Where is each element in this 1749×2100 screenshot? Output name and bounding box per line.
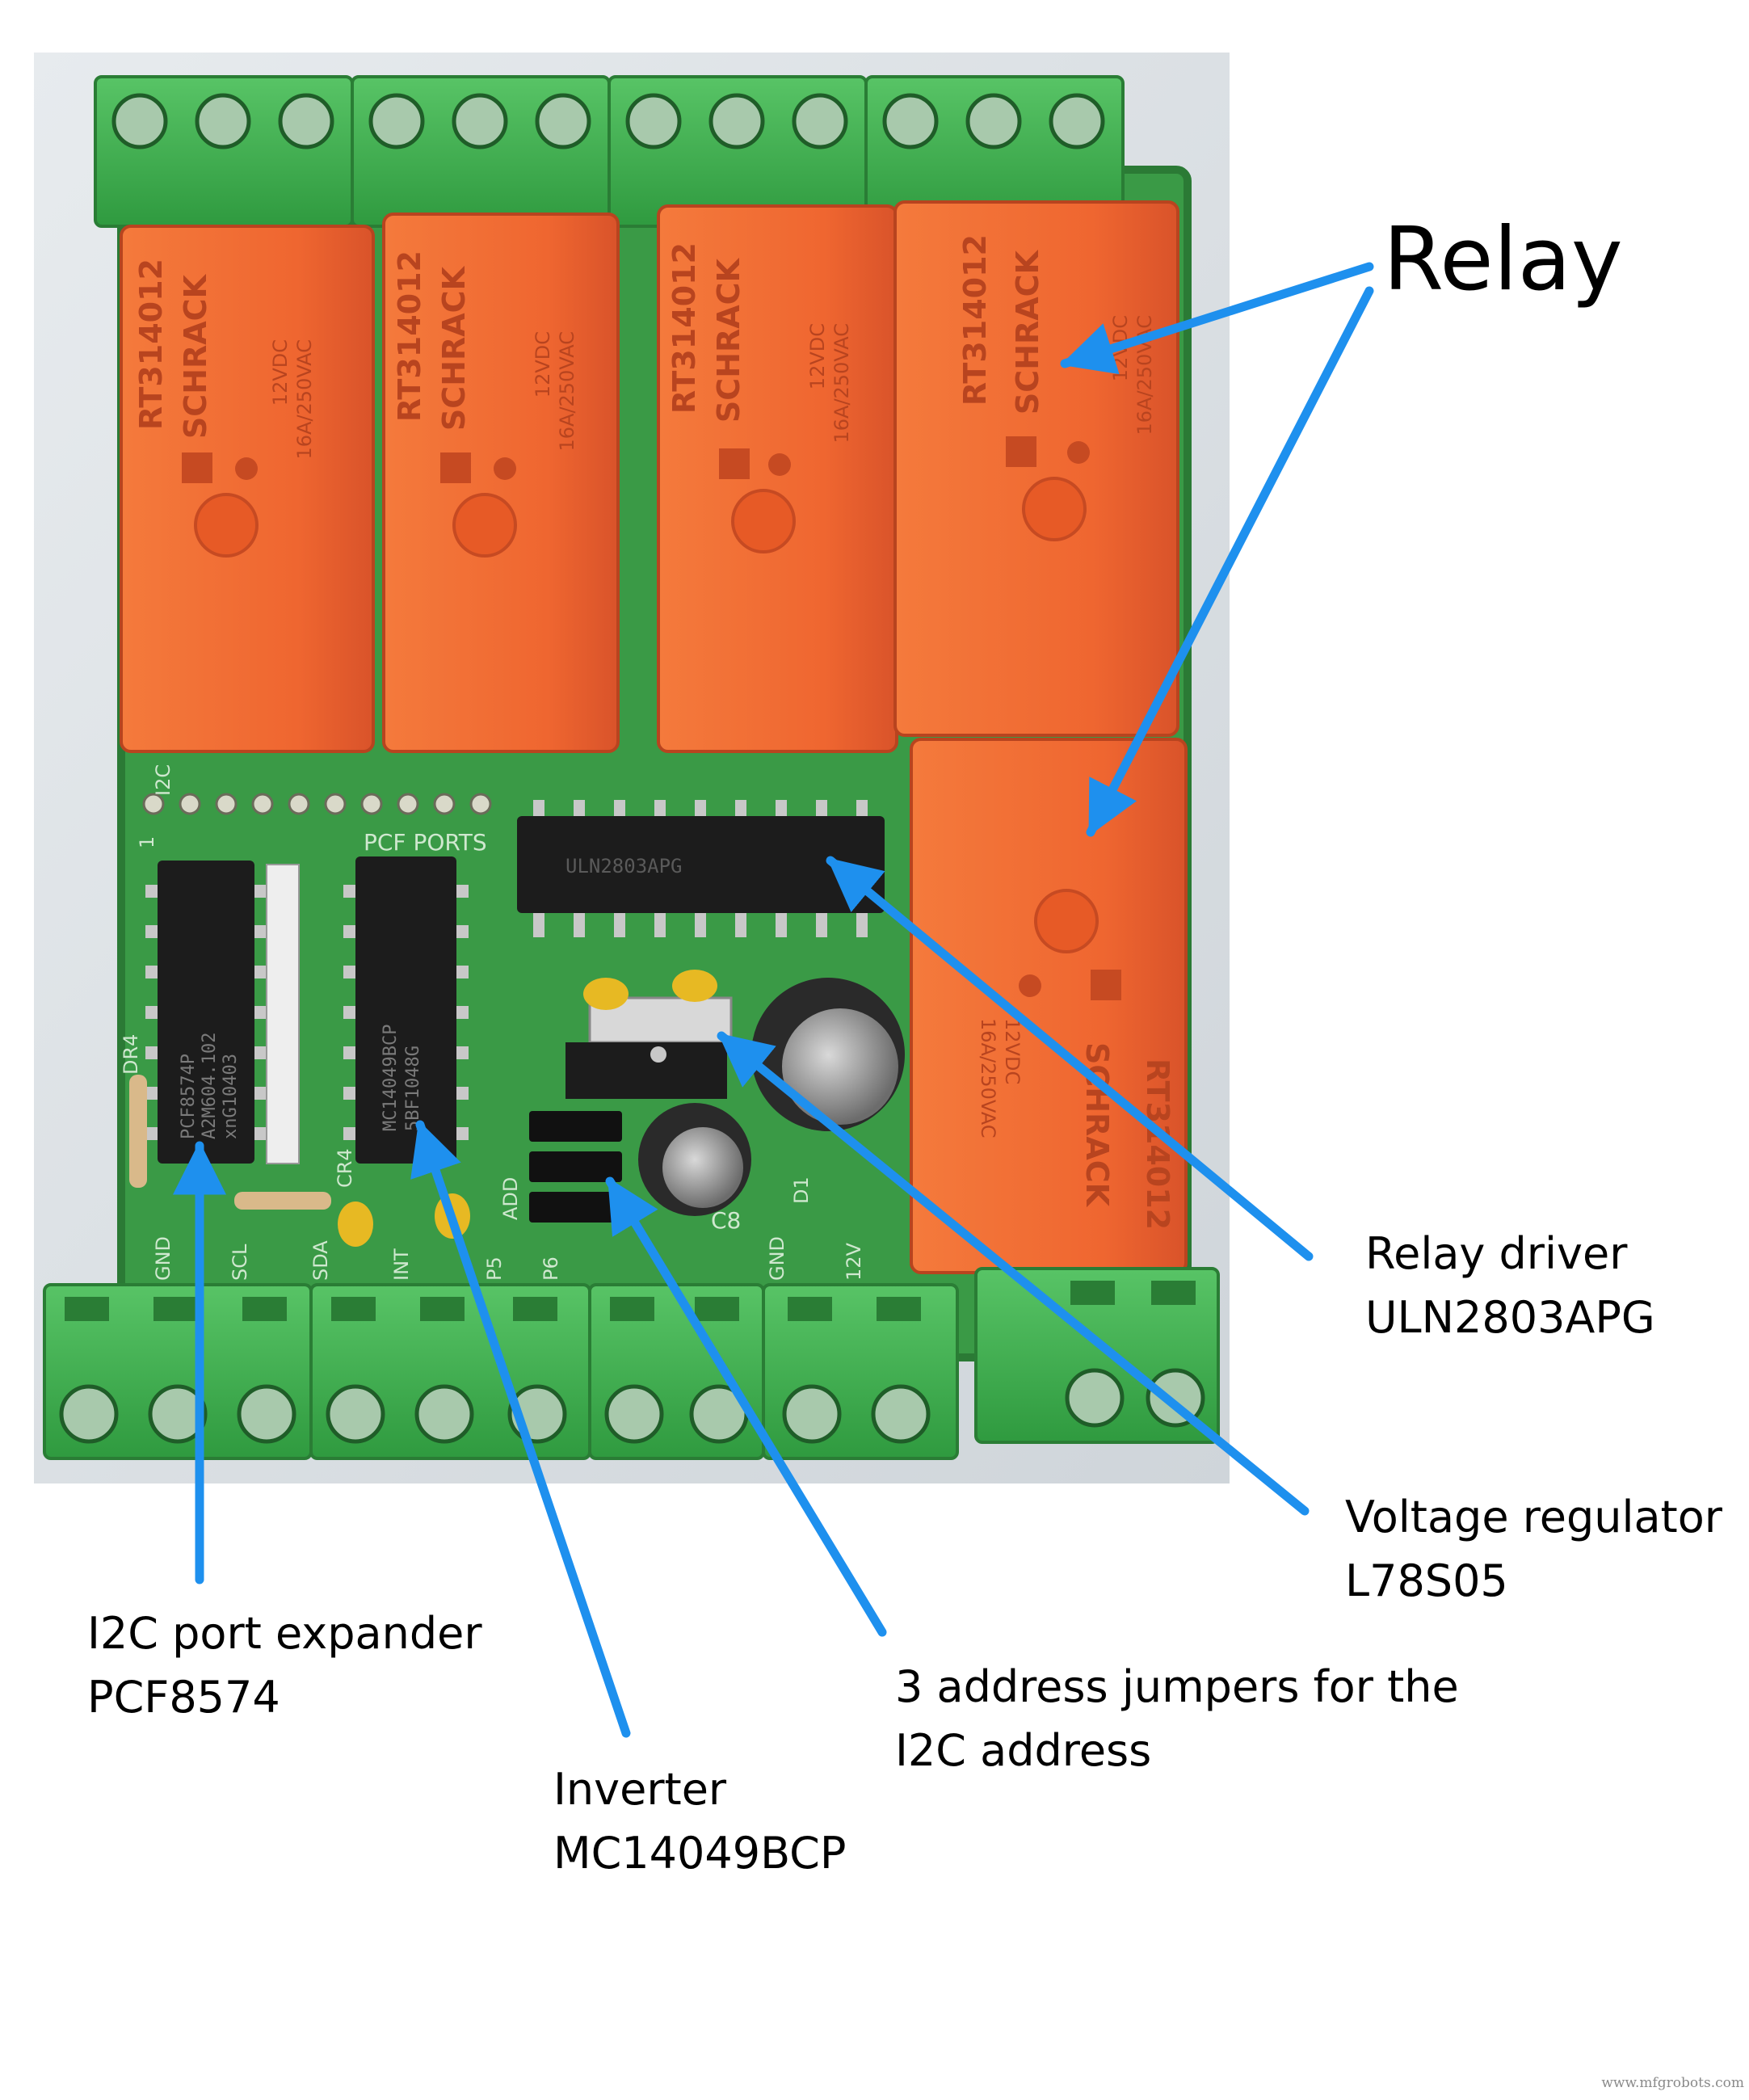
silkscreen-header-label: PCF PORTS: [364, 829, 487, 856]
callout-relay-driver-line-2: ULN2803APG: [1365, 1292, 1655, 1343]
relay-2-brand: SCHRACK: [436, 265, 472, 431]
capacitor-label: C8: [711, 1207, 741, 1234]
silkscreen-dr4: DR4: [120, 1034, 142, 1075]
pin-label-gnd-2: GND: [766, 1236, 788, 1281]
relay-3-rating: 16A/250VAC: [830, 323, 853, 444]
relays: RT314012 SCHRACK 12VDC 16A/250VAC RT3140…: [120, 200, 1188, 1274]
callout-port-expander: I2C port expander PCF8574: [87, 1601, 482, 1729]
relay-2: RT314012 SCHRACK 12VDC 16A/250VAC: [382, 213, 620, 753]
pin-header-row: [142, 793, 492, 815]
silkscreen-d1: D1: [790, 1176, 813, 1204]
relay-3-coil: 12VDC: [806, 323, 829, 389]
driver-chip: ULN2803APG: [517, 800, 885, 937]
arrow-voltage-regulator: [717, 1031, 1310, 1516]
voltage-regulator: [565, 996, 733, 1099]
callout-arrows: [173, 262, 1374, 1738]
bottom-terminal-slots: [65, 1281, 1196, 1321]
relay-1-model: RT314012: [133, 259, 169, 430]
callout-relay-driver: Relay driver ULN2803APG: [1365, 1222, 1655, 1349]
relay-3: RT314012 SCHRACK 12VDC 16A/250VAC: [657, 204, 898, 753]
callout-relay-line-1: Relay: [1383, 209, 1623, 310]
callout-relay: Relay: [1383, 212, 1623, 309]
callout-inverter: Inverter MC14049BCP: [553, 1757, 846, 1885]
inverter-chip: MC14049BCP 5BF1048G: [343, 856, 469, 1164]
callout-address-jumpers-line-2: I2C address: [895, 1725, 1152, 1776]
relay-1-rating: 16A/250VAC: [293, 339, 316, 460]
relay-2-coil: 12VDC: [532, 331, 554, 398]
callout-port-expander-line-1: I2C port expander: [87, 1608, 482, 1659]
relay-3-brand: SCHRACK: [711, 257, 746, 423]
relay-1-coil: 12VDC: [269, 339, 292, 406]
arrow-inverter: [410, 1120, 631, 1738]
arrow-relay-upper: [1060, 262, 1374, 375]
pin-label-scl: SCL: [229, 1244, 251, 1281]
pin-label-12v: 12V: [843, 1242, 865, 1281]
pin-label-add: ADD: [499, 1177, 522, 1220]
callout-relay-driver-line-1: Relay driver: [1365, 1228, 1628, 1279]
callout-voltage-regulator: Voltage regulator L78S05: [1345, 1485, 1722, 1613]
silkscreen-pin1: 1: [136, 836, 158, 848]
relay-1-brand: SCHRACK: [178, 273, 213, 439]
callout-address-jumpers: 3 address jumpers for the I2C address: [895, 1655, 1459, 1782]
inverter-chip-lot: 5BF1048G: [403, 1046, 423, 1131]
silkscreen-i2c: I2C: [152, 764, 174, 796]
silkscreen-cr4: CR4: [334, 1148, 356, 1188]
callout-inverter-line-2: MC14049BCP: [553, 1828, 847, 1879]
arrow-relay-driver: [826, 856, 1314, 1261]
arrow-relay-lower: [1086, 286, 1374, 837]
relay-5-rating: 16A/250VAC: [977, 1018, 999, 1138]
top-terminal-blocks: [94, 75, 1125, 228]
pin-label-sda: SDA: [309, 1240, 332, 1281]
relay-1: RT314012 SCHRACK 12VDC 16A/250VAC: [120, 225, 375, 753]
relay-3-model: RT314012: [666, 242, 702, 414]
callout-address-jumpers-line-1: 3 address jumpers for the: [895, 1661, 1459, 1712]
pin-label-p6: P6: [540, 1256, 562, 1281]
relay-4: RT314012 SCHRACK 12VDC 16A/250VAC: [893, 200, 1179, 737]
source-credit: www.mfgrobots.com: [1601, 2075, 1744, 2091]
pin-label-p5: P5: [483, 1256, 506, 1281]
expander-chip-part: PCF8574P: [179, 1054, 199, 1139]
expander-chip: PCF8574P A2M604.102 xnG10403: [145, 861, 300, 1164]
address-jumpers: [529, 1111, 622, 1223]
arrow-address-jumpers: [605, 1176, 887, 1637]
relay-4-model: RT314012: [957, 234, 993, 406]
silkscreen-labels: GND SCL SDA INT P5 P6 ADD GND 12V I2C 1 …: [120, 764, 865, 1281]
bottom-terminal-blocks: [43, 1267, 1220, 1460]
relay-4-brand: SCHRACK: [1010, 249, 1045, 415]
expander-chip-lot2: xnG10403: [221, 1054, 241, 1139]
callout-inverter-line-1: Inverter: [553, 1764, 727, 1815]
callout-voltage-regulator-line-2: L78S05: [1345, 1555, 1508, 1606]
pin-label-int: INT: [390, 1248, 413, 1281]
top-terminal-screws: [111, 93, 1105, 149]
relay-5-coil: 12VDC: [1001, 1018, 1024, 1084]
relay-5: RT314012 SCHRACK 12VDC 16A/250VAC: [910, 738, 1188, 1274]
callout-port-expander-line-2: PCF8574: [87, 1672, 280, 1723]
relay-2-rating: 16A/250VAC: [556, 331, 578, 452]
callout-voltage-regulator-line-1: Voltage regulator: [1345, 1492, 1722, 1542]
relay-2-model: RT314012: [392, 250, 427, 422]
expander-chip-lot1: A2M604.102: [200, 1033, 220, 1139]
pin-label-gnd: GND: [152, 1236, 174, 1281]
inverter-chip-part: MC14049BCP: [380, 1025, 401, 1131]
driver-chip-part: ULN2803APG: [565, 855, 683, 877]
